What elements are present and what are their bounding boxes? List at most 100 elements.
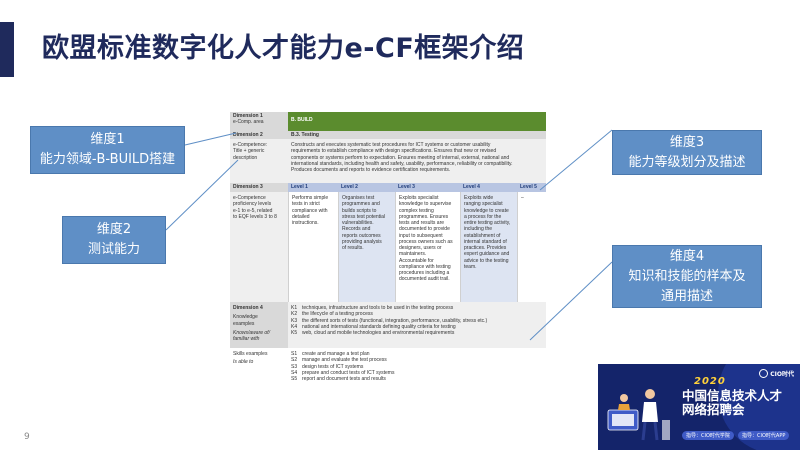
- dim1-value: B. BUILD: [288, 112, 546, 131]
- callout-dim3-text: 能力等级划分及描述: [628, 154, 746, 170]
- promo-banner[interactable]: CIO时代 2020 中国信息技术人才 网络招聘会 指导：CIO时代学院 指导：…: [598, 364, 800, 450]
- dim3-sub-line: e-1 to e-5, related: [233, 207, 273, 214]
- level-4-line: advice to the testing: [464, 257, 509, 264]
- dim2-sub-line: Title + generic: [233, 148, 265, 155]
- callout-dim2-title: 维度2: [96, 222, 132, 237]
- skill-text: report and document tests and results: [302, 376, 386, 382]
- level-3-line: Exploits specialist: [399, 195, 439, 201]
- dim4-label-cell: Dimension 4 Knowledge examples Knows/awa…: [230, 302, 288, 348]
- skills-label: Skills examples: [233, 351, 268, 357]
- connector-dim1: [184, 132, 237, 146]
- level-3-line: complex testing: [399, 207, 434, 214]
- level-1-line: compliance with: [292, 207, 328, 214]
- callout-dim3-title: 维度3: [669, 134, 705, 150]
- table-row-dim2: Dimension 2 B.3. Testing e-Competence: T…: [230, 131, 546, 183]
- ecf-table: Dimension 1 e-Comp. area B. BUILD Dimens…: [230, 112, 546, 394]
- dim2-sub-label: e-Competence: Title + generic descriptio…: [230, 139, 288, 183]
- level-4-line: team.: [464, 263, 477, 270]
- dim2-desc-line: Constructs and executes systematic test …: [291, 142, 491, 148]
- knowledge-code: K2: [291, 311, 298, 318]
- level-2-line: builds scripts to: [342, 207, 377, 214]
- callout-dim3: 维度3 能力等级划分及描述: [612, 130, 762, 175]
- table-row-dim3: Dimension 3 e-Competence proficiency lev…: [230, 183, 546, 302]
- connector-dim2: [165, 159, 239, 231]
- promo-logo: CIO时代: [759, 369, 794, 378]
- skill-code: S4: [291, 369, 298, 376]
- level-5-line: –: [521, 195, 524, 201]
- level-3-line: compliance with testing: [399, 263, 451, 270]
- dim3-label: Dimension 3: [230, 183, 288, 192]
- level-4-header: Level 4: [460, 183, 517, 192]
- promo-year: 2020: [694, 376, 726, 387]
- promo-sub-2: 指导：CIO时代APP: [738, 431, 790, 440]
- level-3-line: procedures including a: [399, 270, 450, 276]
- callout-dim1-text: 能力领域-B-BUILD搭建: [39, 152, 176, 167]
- level-2-line: reports outcomes: [342, 232, 381, 239]
- promo-title-line2: 网络招聘会: [682, 402, 745, 417]
- level-3-line: Accountable for: [399, 257, 434, 264]
- level-3-line: process owners such as: [399, 238, 453, 245]
- level-3-line: designers, users or: [399, 245, 442, 251]
- level-3-line: knowledge to supervise: [399, 201, 452, 208]
- level-2-header: Level 2: [338, 183, 395, 192]
- dim2-desc-line: components or systems perform to expecta…: [291, 154, 510, 161]
- level-2-line: vulnerabilities.: [342, 220, 374, 226]
- dim2-desc-line: requirements to establish compliance wit…: [291, 148, 497, 155]
- dim2-desc-line: international standards, including healt…: [291, 160, 513, 167]
- dim2-description: Constructs and executes systematic test …: [288, 139, 546, 183]
- dim1-label-cell: Dimension 1 e-Comp. area: [230, 112, 288, 131]
- level-4-line: Exploits wide: [464, 195, 494, 201]
- level-3-line: documented audit trail.: [399, 276, 450, 283]
- level-1-description: Performs simple tests in strict complian…: [288, 192, 338, 302]
- level-2-description: Organises test programmes and builds scr…: [338, 192, 395, 302]
- dim3-sub-line: to EQF levels 3 to 8: [233, 213, 277, 220]
- level-5-header: Level 5: [517, 183, 546, 192]
- dim3-sub-line: proficiency levels: [233, 201, 272, 208]
- level-4-line: practices. Provides: [464, 245, 507, 251]
- dim2-label-text: Dimension 2: [233, 132, 263, 138]
- level-5-description: –: [517, 192, 546, 302]
- promo-title-line1: 中国信息技术人才: [682, 388, 783, 403]
- knowledge-text: the lifecycle of a testing process: [302, 311, 373, 318]
- level-4-line: a process for the: [464, 213, 502, 220]
- callout-dim4: 维度4 知识和技能的样本及 通用描述: [612, 245, 762, 308]
- skill-code: S5: [291, 376, 298, 382]
- dim2-sub-line: description: [233, 154, 258, 161]
- level-4-line: knowledge to create: [464, 207, 509, 214]
- knowledge-code: K5: [291, 330, 298, 336]
- knowledge-text: techniques, infrastructure and tools to …: [302, 305, 454, 311]
- callout-dim2: 维度2 测试能力: [62, 216, 166, 264]
- callout-dim1: 维度1 能力领域-B-BUILD搭建: [30, 126, 185, 174]
- level-1-header: Level 1: [288, 183, 338, 192]
- callout-dim4-text: 知识和技能的样本及: [628, 268, 746, 284]
- skill-text: create and manage a test plan: [302, 351, 370, 357]
- level-4-line: ranging specialist: [464, 201, 503, 208]
- knowledge-code: K3: [291, 317, 298, 324]
- dim2-desc-line: Produces documents and reports to eviden…: [291, 167, 451, 173]
- skills-label-cell: Skills examples Is able to: [230, 348, 288, 394]
- level-1-line: tests in strict: [292, 201, 320, 208]
- knowledge-code: K4: [291, 323, 298, 330]
- table-row-dim4: Dimension 4 Knowledge examples Knows/awa…: [230, 302, 546, 394]
- dim1-label: Dimension 1: [233, 113, 263, 119]
- page-number: 9: [24, 432, 30, 442]
- skill-text: manage and evaluate the test process: [302, 357, 387, 364]
- level-2-line: stress test potential: [342, 213, 386, 220]
- page-title: 欧盟标准数字化人才能力e-CF框架介绍: [42, 33, 525, 64]
- level-3-line: input to subsequent: [399, 232, 443, 239]
- level-2-line: providing analysis: [342, 238, 382, 245]
- level-2-line: of results.: [342, 245, 364, 251]
- dim2-sub-line: e-Competence:: [233, 142, 268, 148]
- connector-dim4: [529, 261, 613, 341]
- promo-logo-text: CIO时代: [770, 371, 794, 378]
- promo-sub-1: 指导：CIO时代学院: [682, 431, 734, 440]
- level-4-line: expert guidance and: [464, 251, 510, 258]
- knowledge-item: K2 the lifecycle of a testing process: [291, 311, 543, 317]
